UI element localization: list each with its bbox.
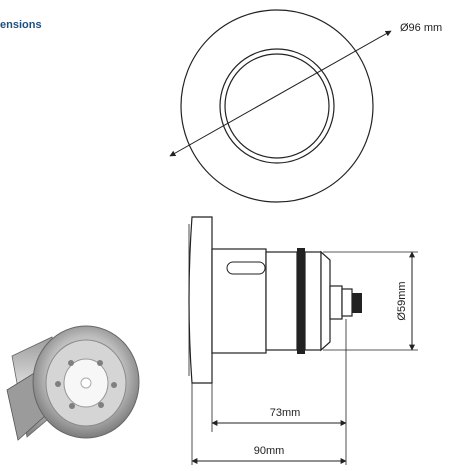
length-total-label: 90mm bbox=[254, 445, 285, 457]
section-title: ensions bbox=[0, 19, 42, 31]
outer-ring bbox=[180, 9, 374, 203]
product-photo bbox=[6, 325, 140, 441]
diameter-dimension-line bbox=[169, 30, 392, 157]
length-short-label: 73mm bbox=[270, 407, 301, 419]
seal-ring bbox=[297, 248, 305, 354]
inner-ring-inner bbox=[224, 53, 330, 159]
inner-ring-outer bbox=[219, 48, 335, 164]
body-diameter-label: Ø59mm bbox=[396, 281, 408, 320]
side-view: Ø59mm 73mm 90mm bbox=[188, 216, 418, 465]
front-view: Ø96 mm bbox=[169, 9, 442, 203]
flange bbox=[188, 216, 213, 384]
cable-gland bbox=[352, 293, 362, 313]
outer-diameter-label: Ø96 mm bbox=[400, 22, 442, 34]
